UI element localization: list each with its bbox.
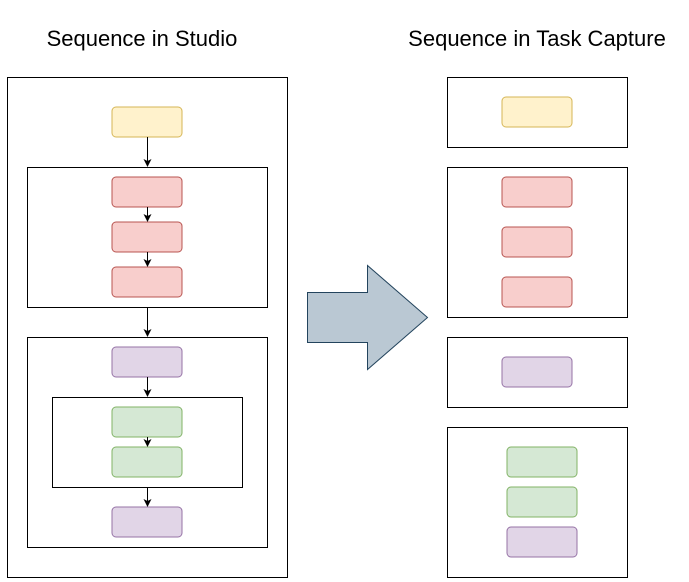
studio-purple-sequence: [27, 337, 268, 548]
studio-yellow-activity: [111, 106, 183, 138]
studio-purple-activity-2: [111, 506, 183, 538]
capture-green-activity-1: [506, 446, 578, 478]
capture-purple-activity: [501, 356, 573, 388]
capture-yellow-activity: [501, 96, 573, 128]
capture-red-activity-3: [501, 276, 573, 308]
capture-red-activity-2: [501, 226, 573, 258]
studio-title: Sequence in Studio: [47, 26, 238, 51]
studio-red-activity-3: [111, 266, 183, 298]
capture-red-activity-1: [501, 176, 573, 208]
studio-purple-activity-1: [111, 346, 183, 378]
capture-red-group: [447, 167, 628, 318]
studio-red-activity-1: [111, 176, 183, 208]
capture-purple-activity-2: [506, 526, 578, 558]
capture-green-activity-2: [506, 486, 578, 518]
studio-red-activity-2: [111, 221, 183, 253]
capture-yellow-group: [447, 77, 628, 148]
capture-green-purple-group: [447, 427, 628, 578]
transform-arrow-icon: [307, 264, 429, 371]
task-capture-title: Sequence in Task Capture: [408, 26, 666, 51]
capture-purple-group: [447, 337, 628, 408]
studio-green-activity-1: [111, 406, 183, 438]
studio-outer-sequence: [7, 77, 288, 578]
studio-green-activity-2: [111, 446, 183, 478]
